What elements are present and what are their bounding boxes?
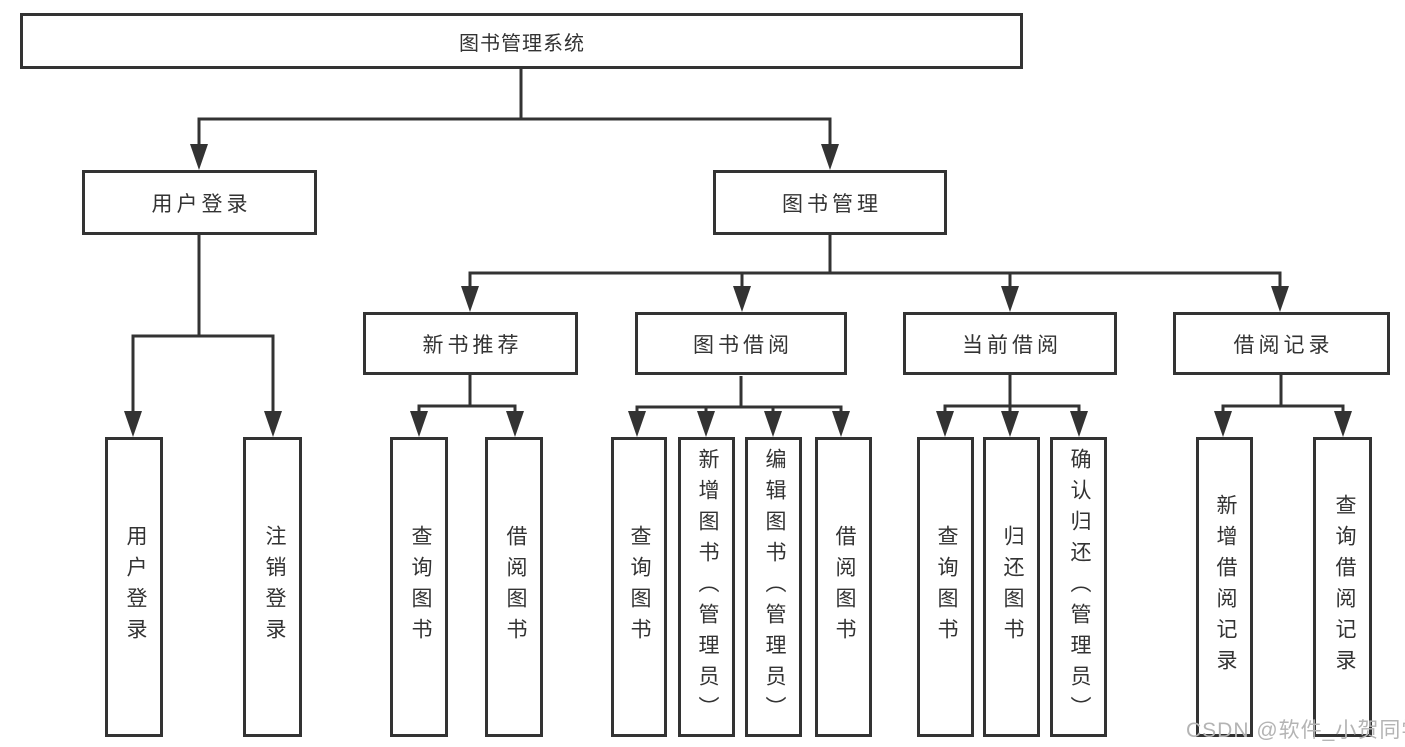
node-book-borrow: 图书借阅: [635, 312, 847, 375]
leaf-add-borrow-record: 新增借阅记录: [1196, 437, 1253, 737]
leaf-confirm-return-admin: 确认归还（管理员）: [1050, 437, 1107, 737]
leaf-query-books-current: 查询图书: [917, 437, 974, 737]
leaf-query-borrow-record: 查询借阅记录: [1313, 437, 1372, 737]
leaf-user-login: 用户登录: [105, 437, 163, 737]
leaf-query-books-recommend: 查询图书: [390, 437, 448, 737]
node-current-borrow: 当前借阅: [903, 312, 1117, 375]
leaf-logout: 注销登录: [243, 437, 302, 737]
leaf-query-books-borrow: 查询图书: [611, 437, 667, 737]
node-book-management: 图书管理: [713, 170, 947, 235]
leaf-edit-book-admin: 编辑图书（管理员）: [745, 437, 802, 737]
leaf-borrow-books-borrow: 借阅图书: [815, 437, 872, 737]
node-root: 图书管理系统: [20, 13, 1023, 69]
leaf-borrow-books-recommend: 借阅图书: [485, 437, 543, 737]
leaf-return-book: 归还图书: [983, 437, 1040, 737]
node-new-book-recommend: 新书推荐: [363, 312, 578, 375]
arrowhead-icons: [124, 144, 1352, 437]
leaf-add-book-admin: 新增图书（管理员）: [678, 437, 735, 737]
node-user-login: 用户登录: [82, 170, 317, 235]
watermark: CSDN @软件_小贺同学: [1186, 719, 1405, 742]
node-borrow-records: 借阅记录: [1173, 312, 1390, 375]
